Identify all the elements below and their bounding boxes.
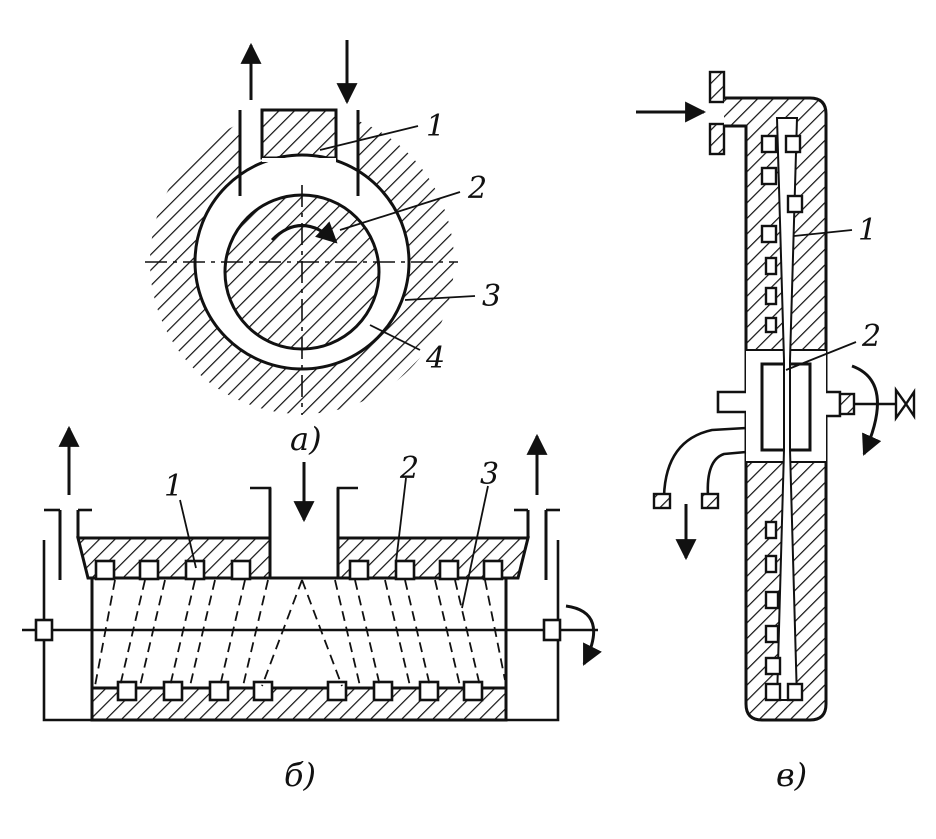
figure-b-labels: 1 2 3 б) — [164, 451, 499, 794]
label-b-1: 1 — [164, 469, 183, 504]
rotation-arrow-icon — [851, 364, 882, 456]
label-a-1: 1 — [426, 109, 445, 144]
rotation-arrow-icon — [565, 604, 602, 666]
label-c-2: 2 — [861, 319, 881, 354]
label-a-3: 3 — [482, 279, 501, 314]
caption-b: б) — [284, 756, 316, 794]
label-c-1: 1 — [858, 213, 877, 248]
figure-c — [636, 70, 916, 722]
figure-b — [22, 425, 602, 722]
rotation-arrow-icon — [270, 221, 338, 244]
bearing-icon — [838, 392, 856, 416]
helical-channels — [94, 579, 506, 687]
pulley-icon — [894, 386, 916, 422]
label-a-2: 2 — [467, 171, 487, 206]
caption-c: в) — [776, 756, 807, 794]
figure-c-labels: 1 2 в) — [776, 213, 881, 794]
blades-top — [94, 559, 504, 581]
bearing-icon — [34, 618, 54, 642]
bearing-icon — [542, 618, 562, 642]
label-b-2: 2 — [399, 451, 419, 486]
figure-a-labels: 1 2 3 4 а) — [290, 109, 501, 458]
caption-a: а) — [290, 420, 322, 458]
rotor-body — [90, 576, 508, 690]
label-b-3: 3 — [480, 457, 499, 492]
disc-slots — [760, 134, 804, 702]
label-a-4: 4 — [425, 341, 445, 376]
blades-bottom — [116, 680, 484, 702]
bottom-housing — [90, 686, 508, 722]
outlet-pipe — [662, 426, 747, 497]
figure-a — [145, 40, 476, 415]
